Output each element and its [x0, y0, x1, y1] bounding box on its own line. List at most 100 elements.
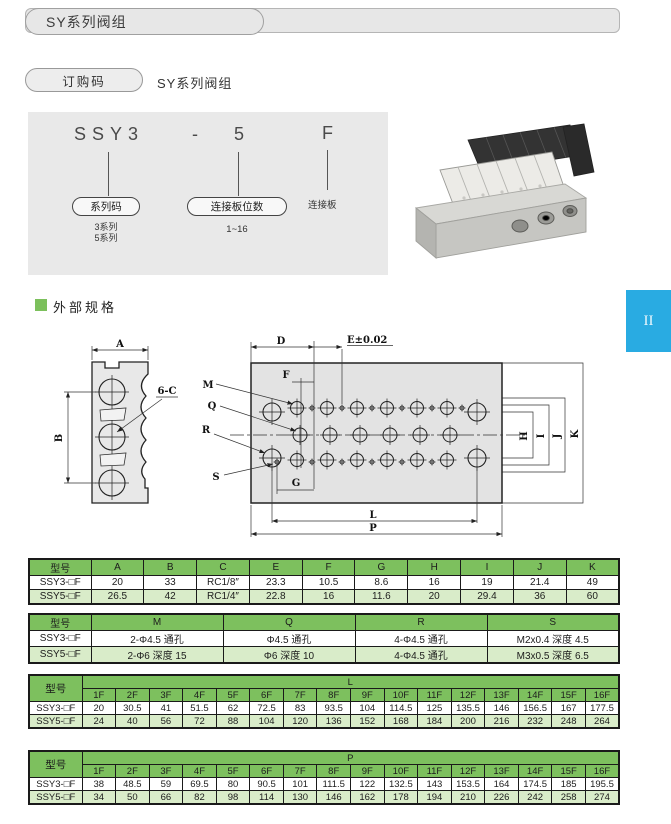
value-cell: 30.5: [115, 701, 150, 715]
value-cell: 11.6: [354, 589, 409, 605]
col-header: 10F: [383, 764, 419, 778]
value-cell: 162: [350, 790, 385, 805]
value-cell: 101: [282, 777, 318, 791]
page-title: SY系列阀组: [25, 8, 264, 35]
col-header: 16F: [584, 764, 620, 778]
dim-label-a: A: [115, 339, 124, 350]
value-cell: 152: [350, 714, 385, 729]
value-cell: 69.5: [182, 777, 217, 791]
col-header: K: [565, 558, 620, 576]
code-plate: F: [322, 123, 333, 143]
col-header: 4F: [182, 688, 217, 702]
dim-label-h: H: [519, 431, 530, 440]
dim-label-p: P: [369, 523, 377, 534]
value-cell: 111.5: [316, 777, 351, 791]
col-header: Q: [222, 613, 356, 631]
value-cell: 59: [148, 777, 184, 791]
value-cell: 120: [282, 714, 318, 729]
series-code-pill: 系列码: [72, 197, 140, 216]
page-index-tab: II: [626, 290, 671, 352]
value-cell: 20: [90, 575, 145, 590]
value-cell: 21.4: [512, 575, 567, 590]
value-cell: 34: [81, 790, 117, 805]
col-header: 4F: [182, 764, 217, 778]
value-cell: 60: [565, 589, 620, 605]
col-header: 型号: [28, 558, 92, 576]
value-cell: 184: [417, 714, 452, 729]
col-header: 型号: [28, 613, 92, 631]
value-cell: 4-Φ4.5 通孔: [354, 646, 488, 664]
value-cell: 146: [484, 701, 519, 715]
value-cell: 4-Φ4.5 通孔: [354, 630, 488, 647]
value-cell: 135.5: [450, 701, 486, 715]
col-header: 3F: [148, 764, 184, 778]
value-cell: 132.5: [383, 777, 419, 791]
value-cell: 26.5: [90, 589, 145, 605]
value-cell: 104: [249, 714, 284, 729]
col-header: 2F: [115, 764, 150, 778]
value-cell: 156.5: [517, 701, 553, 715]
value-cell: 130: [282, 790, 318, 805]
value-cell: 36: [512, 589, 567, 605]
col-header: 7F: [282, 764, 318, 778]
col-header: I: [460, 558, 514, 576]
positions-pill: 连接板位数: [187, 197, 287, 216]
value-cell: 248: [551, 714, 586, 729]
value-cell: 29.4: [460, 589, 514, 605]
value-cell: 114: [249, 790, 284, 805]
value-cell: 194: [417, 790, 452, 805]
value-cell: 232: [517, 714, 553, 729]
col-header: 14F: [517, 688, 553, 702]
col-header: 13F: [484, 688, 519, 702]
side-view: A B 6-C: [54, 339, 178, 504]
code-dash: -: [192, 124, 198, 144]
col-header: 10F: [383, 688, 419, 702]
value-cell: 62: [215, 701, 251, 715]
value-cell: Φ6 深度 10: [222, 646, 356, 664]
value-cell: 48.5: [115, 777, 150, 791]
plate-label: 连接板: [308, 200, 337, 211]
dim-label-i: I: [536, 433, 547, 438]
dimension-drawing: A B 6-C D E±0.02 F G: [54, 335, 584, 537]
value-cell: 8.6: [354, 575, 409, 590]
col-header: F: [301, 558, 356, 576]
value-cell: 104: [350, 701, 385, 715]
col-header: S: [486, 613, 620, 631]
top-view: D E±0.02 F G H I J K L P M Q R S: [202, 335, 584, 537]
col-header: B: [143, 558, 198, 576]
value-cell: 16: [407, 575, 462, 590]
leader-line: [108, 152, 109, 196]
model-cell: SSY5-□F: [28, 589, 92, 605]
col-header: 6F: [249, 688, 284, 702]
col-header: 5F: [215, 688, 251, 702]
value-cell: 153.5: [450, 777, 486, 791]
code-series: SSY3: [74, 124, 145, 144]
col-header: 5F: [215, 764, 251, 778]
value-cell: M2x0.4 深度 4.5: [486, 630, 620, 647]
col-header: 11F: [417, 764, 452, 778]
group-header: L: [81, 674, 620, 689]
value-cell: 258: [551, 790, 586, 805]
value-cell: 167: [551, 701, 586, 715]
col-header: 7F: [282, 688, 318, 702]
col-header: 2F: [115, 688, 150, 702]
model-cell: SSY3-□F: [28, 701, 83, 715]
value-cell: 90.5: [249, 777, 284, 791]
value-cell: 185: [551, 777, 586, 791]
